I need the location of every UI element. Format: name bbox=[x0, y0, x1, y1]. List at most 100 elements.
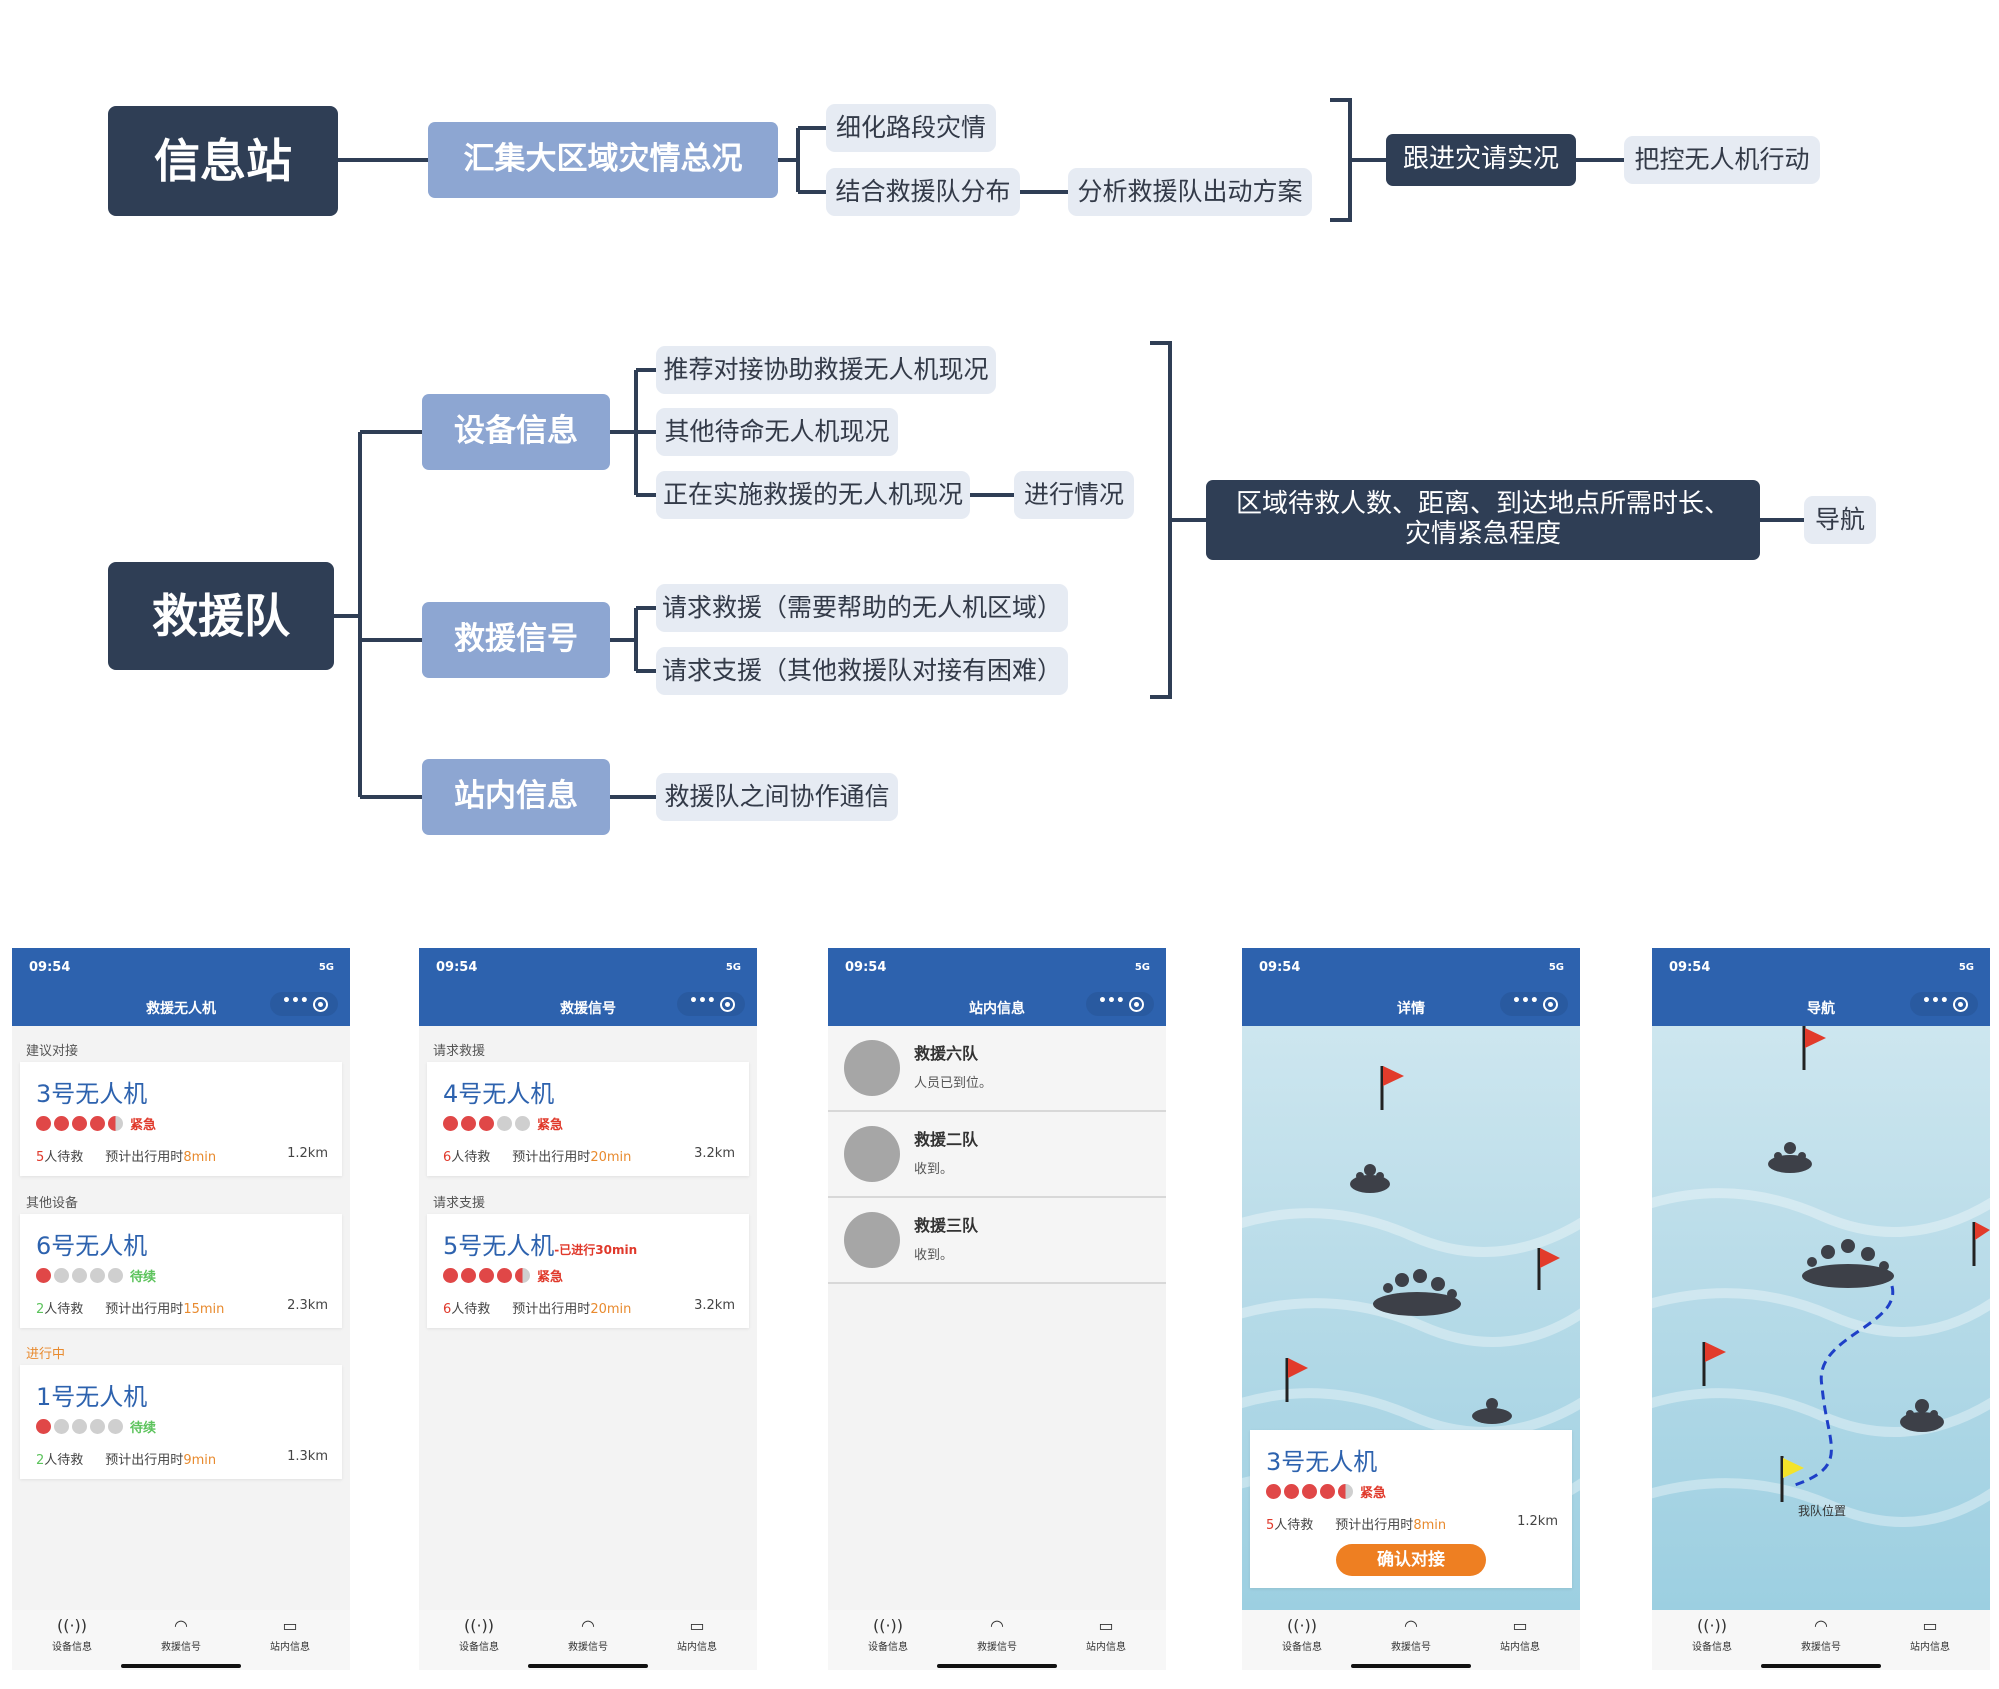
people-count: 6 bbox=[443, 1150, 452, 1165]
tab-device-info[interactable]: ((·)) 设备信息 bbox=[32, 1616, 112, 1653]
home-indicator bbox=[937, 1664, 1057, 1668]
eta-label: 预计出行用时 bbox=[1335, 1518, 1414, 1533]
message-item[interactable]: 救援二队收到。 bbox=[828, 1112, 1166, 1198]
more-icon[interactable]: ••• bbox=[689, 993, 716, 1009]
team-name: 救援三队 bbox=[914, 1216, 979, 1235]
tab-station-info[interactable]: ▭ 站内信息 bbox=[657, 1616, 737, 1653]
more-icon[interactable]: ••• bbox=[1922, 993, 1949, 1009]
message-item[interactable]: 救援六队人员已到位。 bbox=[828, 1026, 1166, 1112]
tab-label: 救援信号 bbox=[161, 1642, 201, 1653]
node-detail-road: 细化路段灾情 bbox=[826, 104, 996, 152]
close-target-icon[interactable] bbox=[720, 997, 735, 1012]
tab-rescue-signal[interactable]: ◠救援信号 bbox=[1371, 1616, 1451, 1653]
tab-station-info[interactable]: ▭站内信息 bbox=[1890, 1616, 1970, 1653]
confirm-dock-button[interactable]: 确认对接 bbox=[1336, 1544, 1486, 1576]
section-other: 其他设备 bbox=[26, 1196, 79, 1211]
level-dot bbox=[1302, 1484, 1317, 1499]
people-icon bbox=[1768, 1142, 1944, 1432]
tab-station-info[interactable]: ▭站内信息 bbox=[250, 1616, 330, 1653]
tab-bar: ((·))设备信息 ◠救援信号 ▭ 站内信息 bbox=[419, 1610, 757, 1670]
message-item[interactable]: 救援三队收到。 bbox=[828, 1198, 1166, 1284]
tab-label: 救援信号 bbox=[977, 1642, 1017, 1653]
tab-rescue-signal[interactable]: ◠救援信号 bbox=[957, 1616, 1037, 1653]
tab-label: 设备信息 bbox=[868, 1642, 908, 1653]
people-count: 2 bbox=[36, 1302, 45, 1317]
level-dot bbox=[72, 1268, 87, 1283]
urgency-label: 待续 bbox=[130, 1421, 157, 1436]
close-target-icon[interactable] bbox=[1129, 997, 1144, 1012]
message-icon: ▭ bbox=[689, 1616, 705, 1635]
eta-value: 8min bbox=[1413, 1518, 1447, 1533]
node-standby-drones: 其他待命无人机现况 bbox=[656, 408, 898, 456]
tab-device-info[interactable]: ((·))设备信息 bbox=[1672, 1616, 1752, 1653]
tab-label: 救援信号 bbox=[1801, 1642, 1841, 1653]
page-title: 救援无人机 bbox=[146, 1001, 216, 1017]
people-unit: 人待救 bbox=[1274, 1518, 1314, 1533]
navigation-map[interactable]: 我队位置 bbox=[1652, 1026, 1990, 1610]
mini-program-capsule[interactable]: ••• bbox=[677, 992, 745, 1016]
page-title: 详情 bbox=[1397, 1001, 1425, 1017]
mini-program-capsule[interactable]: ••• bbox=[1500, 992, 1568, 1016]
alarm-icon: ◠ bbox=[1814, 1616, 1828, 1635]
more-icon[interactable]: ••• bbox=[1512, 993, 1539, 1009]
antenna-icon: ((·)) bbox=[463, 1616, 495, 1635]
level-dot bbox=[108, 1268, 123, 1283]
people-unit: 人待救 bbox=[44, 1302, 84, 1317]
level-dot bbox=[497, 1116, 512, 1131]
node-progress: 进行情况 bbox=[1014, 471, 1134, 519]
tab-label: 救援信号 bbox=[1391, 1642, 1431, 1653]
level-dot bbox=[54, 1419, 69, 1434]
people-icon bbox=[1350, 1164, 1512, 1424]
urgency-label: 待续 bbox=[130, 1270, 157, 1285]
level-dot bbox=[90, 1116, 105, 1131]
tab-device-info[interactable]: ((·))设备信息 bbox=[848, 1616, 928, 1653]
close-target-icon[interactable] bbox=[313, 997, 328, 1012]
tab-label: 设备信息 bbox=[52, 1642, 92, 1653]
antenna-icon: ((·)) bbox=[1696, 1616, 1728, 1635]
mini-program-capsule[interactable]: ••• bbox=[1910, 992, 1978, 1016]
drone-name: 5号无人机-已进行30min bbox=[443, 1232, 638, 1260]
tab-rescue-signal[interactable]: ◠ 救援信号 bbox=[1781, 1616, 1861, 1653]
tab-device-info[interactable]: ((·))设备信息 bbox=[1262, 1616, 1342, 1653]
tab-label: 站内信息 bbox=[1500, 1642, 1540, 1653]
level-dot bbox=[1266, 1484, 1281, 1499]
node-request-help: 请求救援（需要帮助的无人机区域） bbox=[656, 584, 1068, 632]
more-icon[interactable]: ••• bbox=[1098, 993, 1125, 1009]
eta-label: 预计出行用时 bbox=[512, 1302, 591, 1317]
tab-station-info[interactable]: ▭站内信息 bbox=[1066, 1616, 1146, 1653]
level-dot bbox=[515, 1116, 530, 1131]
antenna-icon: ((·)) bbox=[56, 1616, 88, 1635]
tab-rescue-signal[interactable]: ◠救援信号 bbox=[548, 1616, 628, 1653]
level-dot bbox=[479, 1116, 494, 1131]
tab-device-info[interactable]: ((·))设备信息 bbox=[439, 1616, 519, 1653]
level-dot bbox=[54, 1268, 69, 1283]
level-dot bbox=[108, 1116, 123, 1131]
urgency-label: 紧急 bbox=[537, 1118, 564, 1133]
close-target-icon[interactable] bbox=[1543, 997, 1558, 1012]
close-target-icon[interactable] bbox=[1953, 997, 1968, 1012]
tab-rescue-signal[interactable]: ◠救援信号 bbox=[141, 1616, 221, 1653]
mini-program-capsule[interactable]: ••• bbox=[270, 992, 338, 1016]
urgency-level: 紧急 bbox=[36, 1114, 156, 1133]
tab-label: 站内信息 bbox=[270, 1642, 310, 1653]
tab-label: 站内信息 bbox=[677, 1642, 717, 1653]
level-dot bbox=[36, 1419, 51, 1434]
more-icon[interactable]: ••• bbox=[282, 993, 309, 1009]
mini-program-capsule[interactable]: ••• bbox=[1086, 992, 1154, 1016]
urgency-level: 紧急 bbox=[443, 1266, 563, 1285]
distance: 1.2km bbox=[287, 1146, 328, 1161]
tab-station-info[interactable]: ▭站内信息 bbox=[1480, 1616, 1560, 1653]
